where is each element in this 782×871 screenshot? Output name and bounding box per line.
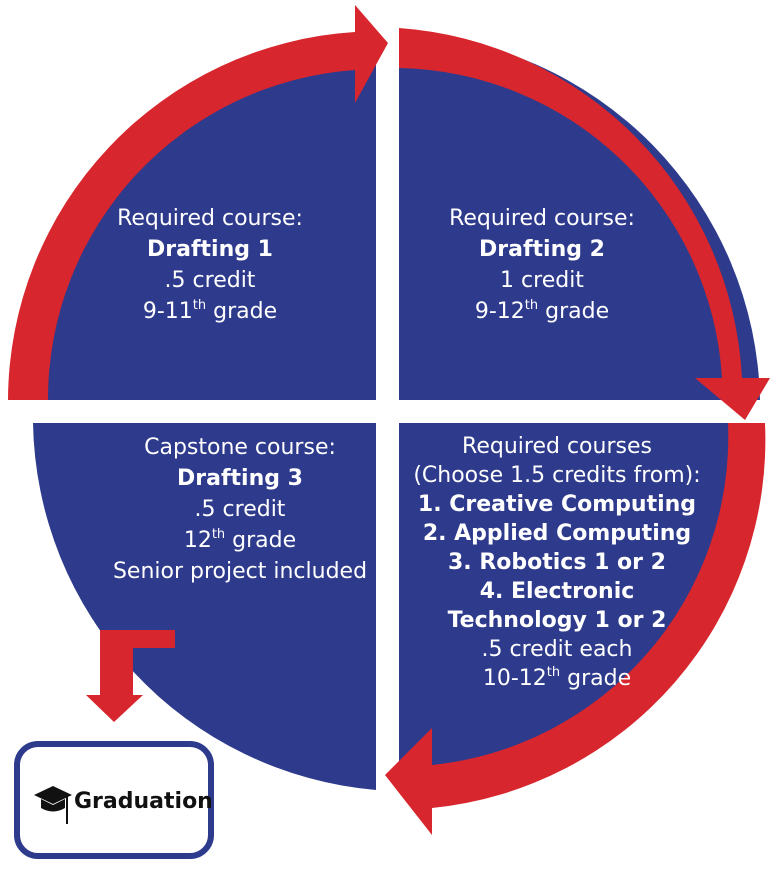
arrow-right-to-bottom — [385, 423, 766, 835]
quadrant-bottom-left-text: Capstone course: Drafting 3 .5 credit 12… — [100, 432, 380, 587]
course-credit: 1 credit — [500, 268, 584, 293]
quadrant-bottom-right — [399, 423, 760, 790]
course-heading: Required courses — [462, 434, 652, 459]
course-note: Senior project included — [112, 559, 368, 584]
arrow-left-to-top — [8, 5, 388, 400]
course-name: Drafting 1 — [147, 237, 273, 262]
course-option: Technology 1 or 2 — [447, 608, 667, 633]
course-heading: Required course: — [449, 206, 635, 231]
course-name: Drafting 3 — [177, 466, 303, 491]
course-grade: 10-12th grade — [482, 664, 632, 691]
course-heading: Required course: — [117, 206, 303, 231]
course-grade: 12th grade — [183, 526, 297, 553]
course-name: Drafting 2 — [479, 237, 605, 262]
course-grade: 9-11th grade — [142, 297, 278, 324]
course-option: 1. Creative Computing — [417, 492, 697, 517]
course-option: 4. Electronic — [479, 579, 635, 604]
quadrant-top-right-text: Required course: Drafting 2 1 credit 9-1… — [402, 203, 682, 327]
course-credit: .5 credit — [164, 268, 256, 293]
graduation-box — [14, 741, 214, 859]
course-subheading: (Choose 1.5 credits from): — [413, 463, 701, 488]
arrow-to-graduation — [86, 630, 175, 722]
cycle-arrows — [8, 5, 770, 835]
quadrant-top-left-text: Required course: Drafting 1 .5 credit 9-… — [70, 203, 350, 327]
course-grade: 9-12th grade — [474, 297, 610, 324]
course-heading: Capstone course: — [144, 435, 336, 460]
arrow-top-to-right — [399, 28, 770, 420]
quadrant-bottom-left — [33, 423, 376, 790]
course-option: 3. Robotics 1 or 2 — [448, 550, 666, 575]
quadrant-bottom-right-text: Required courses (Choose 1.5 credits fro… — [392, 432, 722, 693]
course-option: 2. Applied Computing — [422, 521, 692, 546]
course-credit: .5 credit each — [481, 637, 633, 662]
quadrant-top-right — [399, 33, 760, 400]
graduation-label: Graduation — [74, 789, 213, 814]
quadrant-top-left — [10, 33, 376, 400]
course-credit: .5 credit — [194, 497, 286, 522]
graduation-cap-icon — [34, 786, 72, 824]
